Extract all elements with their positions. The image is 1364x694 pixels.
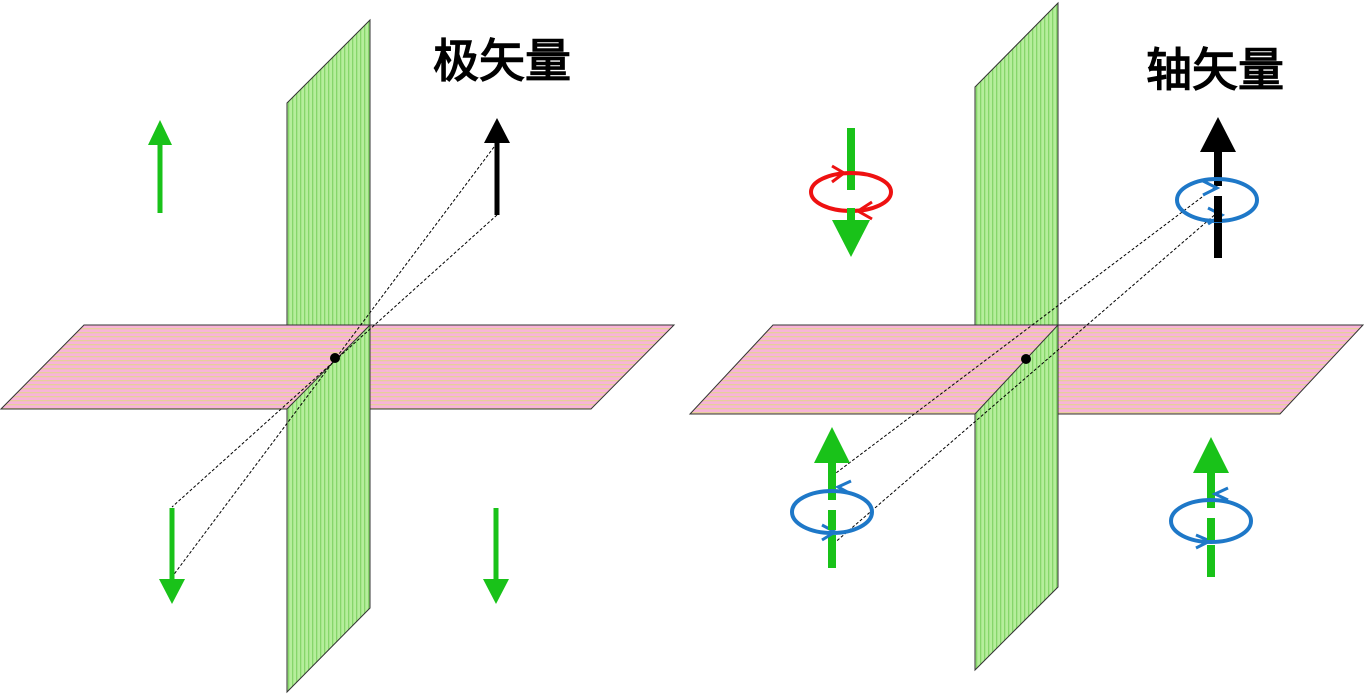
right-green-arrow-down bbox=[809, 128, 893, 257]
left-green-arrow-down-1 bbox=[159, 508, 185, 604]
left-green-arrow-down-2 bbox=[483, 508, 509, 604]
left-panel-title: 极矢量 bbox=[433, 34, 571, 88]
right-vertical-plane-lower bbox=[974, 323, 1059, 672]
left-panel: 极矢量 bbox=[0, 18, 676, 694]
left-vertical-plane-lower bbox=[286, 323, 371, 694]
right-panel-title: 轴矢量 bbox=[1146, 43, 1284, 97]
right-green-arrow-up-2 bbox=[1169, 437, 1253, 577]
right-panel: 轴矢量 bbox=[688, 1, 1364, 672]
left-black-arrow-up bbox=[484, 118, 510, 215]
red-circulation-arrowhead-icon bbox=[831, 164, 847, 184]
right-center-point bbox=[1021, 354, 1031, 364]
left-center-point bbox=[330, 353, 340, 363]
left-green-arrow-up bbox=[148, 120, 172, 213]
right-guide-lines bbox=[831, 184, 1219, 546]
right-black-arrow-up bbox=[1175, 117, 1259, 258]
right-green-arrow-up-1 bbox=[790, 427, 874, 568]
